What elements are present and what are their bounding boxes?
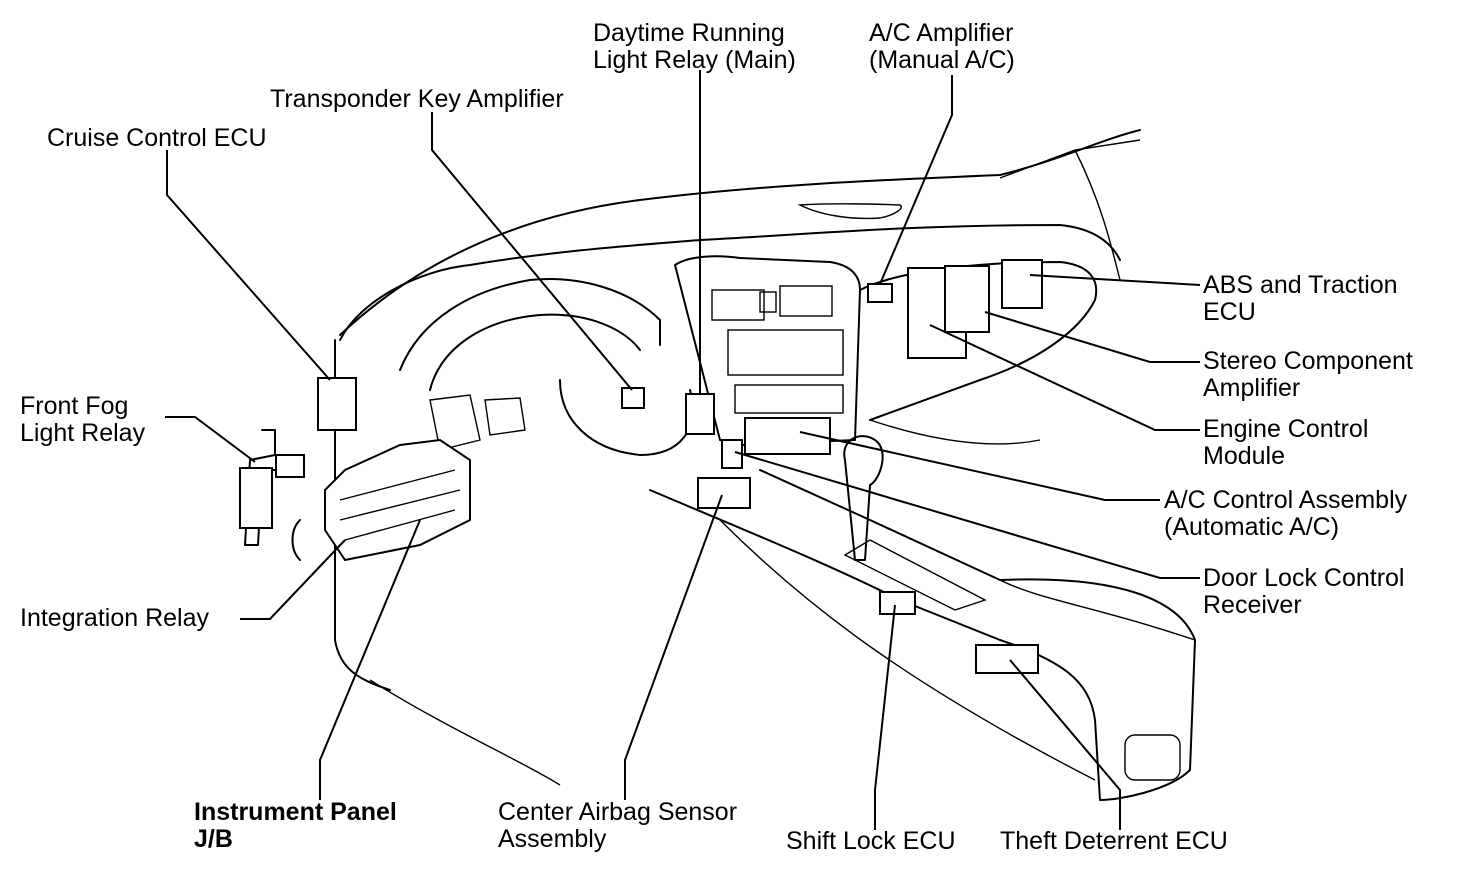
ac-amplifier-box (867, 283, 893, 303)
windshield-pillar (1074, 149, 1121, 281)
label-ac-control: A/C Control Assembly(Automatic A/C) (1164, 486, 1408, 541)
glovebox-edge (869, 419, 1041, 445)
leader-ac-amplifier (879, 75, 953, 285)
console-armrest (999, 579, 1196, 641)
leader-shift-lock (874, 604, 896, 830)
leader-instrument-jb (319, 519, 421, 800)
defroster-vent (797, 203, 902, 220)
center-vent-right (779, 285, 833, 317)
windshield-edge (999, 139, 1141, 179)
junction-block (324, 438, 471, 562)
cluster-gauge-mid (484, 397, 526, 436)
leader-integration-relay (240, 539, 346, 620)
leader-fog-relay (165, 416, 256, 463)
label-ac-amplifier: A/C Amplifier(Manual A/C) (869, 19, 1015, 74)
label-transponder: Transponder Key Amplifier (270, 85, 564, 113)
shift-lock-ecu-box (879, 591, 916, 615)
cluster-face (429, 313, 641, 391)
junction-harness (291, 519, 301, 561)
center-vent-left (711, 289, 765, 321)
label-shift-lock: Shift Lock ECU (786, 827, 956, 855)
leader-ac-control (799, 431, 1160, 501)
shift-knob (843, 435, 884, 561)
label-theft-deterrent: Theft Deterrent ECU (1000, 827, 1228, 855)
leader-ecm (929, 324, 1200, 431)
leader-stereo (984, 311, 1200, 363)
junction-block-detail (339, 469, 461, 541)
console-outline (649, 469, 1196, 801)
climate-panel (734, 384, 844, 414)
stereo-amplifier-box (944, 265, 990, 333)
console-side (719, 519, 1096, 781)
leader-cruise-ecu (166, 150, 331, 381)
lower-dash-curve (369, 679, 561, 786)
cluster-gauge-left (429, 394, 481, 451)
windshield-base-outline (339, 129, 1141, 336)
fog-relay-box (275, 454, 305, 478)
leader-theft (1009, 659, 1121, 830)
leader-airbag (624, 494, 723, 800)
airbag-sensor-box (697, 477, 751, 509)
leader-abs (1029, 274, 1201, 286)
cluster-hood (399, 278, 661, 371)
cruise-control-ecu-box (317, 377, 357, 431)
center-hazard (759, 291, 777, 313)
abs-traction-ecu-box (1001, 259, 1043, 309)
leader-transponder (431, 112, 633, 391)
label-integration-relay: Integration Relay (20, 604, 210, 632)
fog-relay-bracket-box (239, 467, 273, 529)
label-cruise-ecu: Cruise Control ECU (47, 124, 267, 152)
leader-door-lock (734, 451, 1200, 579)
transponder-key-amp-box (621, 387, 645, 409)
drl-relay-box (685, 393, 715, 435)
radio-unit (727, 329, 844, 376)
theft-deterrent-ecu-box (975, 644, 1039, 674)
shift-gate (843, 539, 987, 611)
console-cupholder (1124, 734, 1181, 781)
